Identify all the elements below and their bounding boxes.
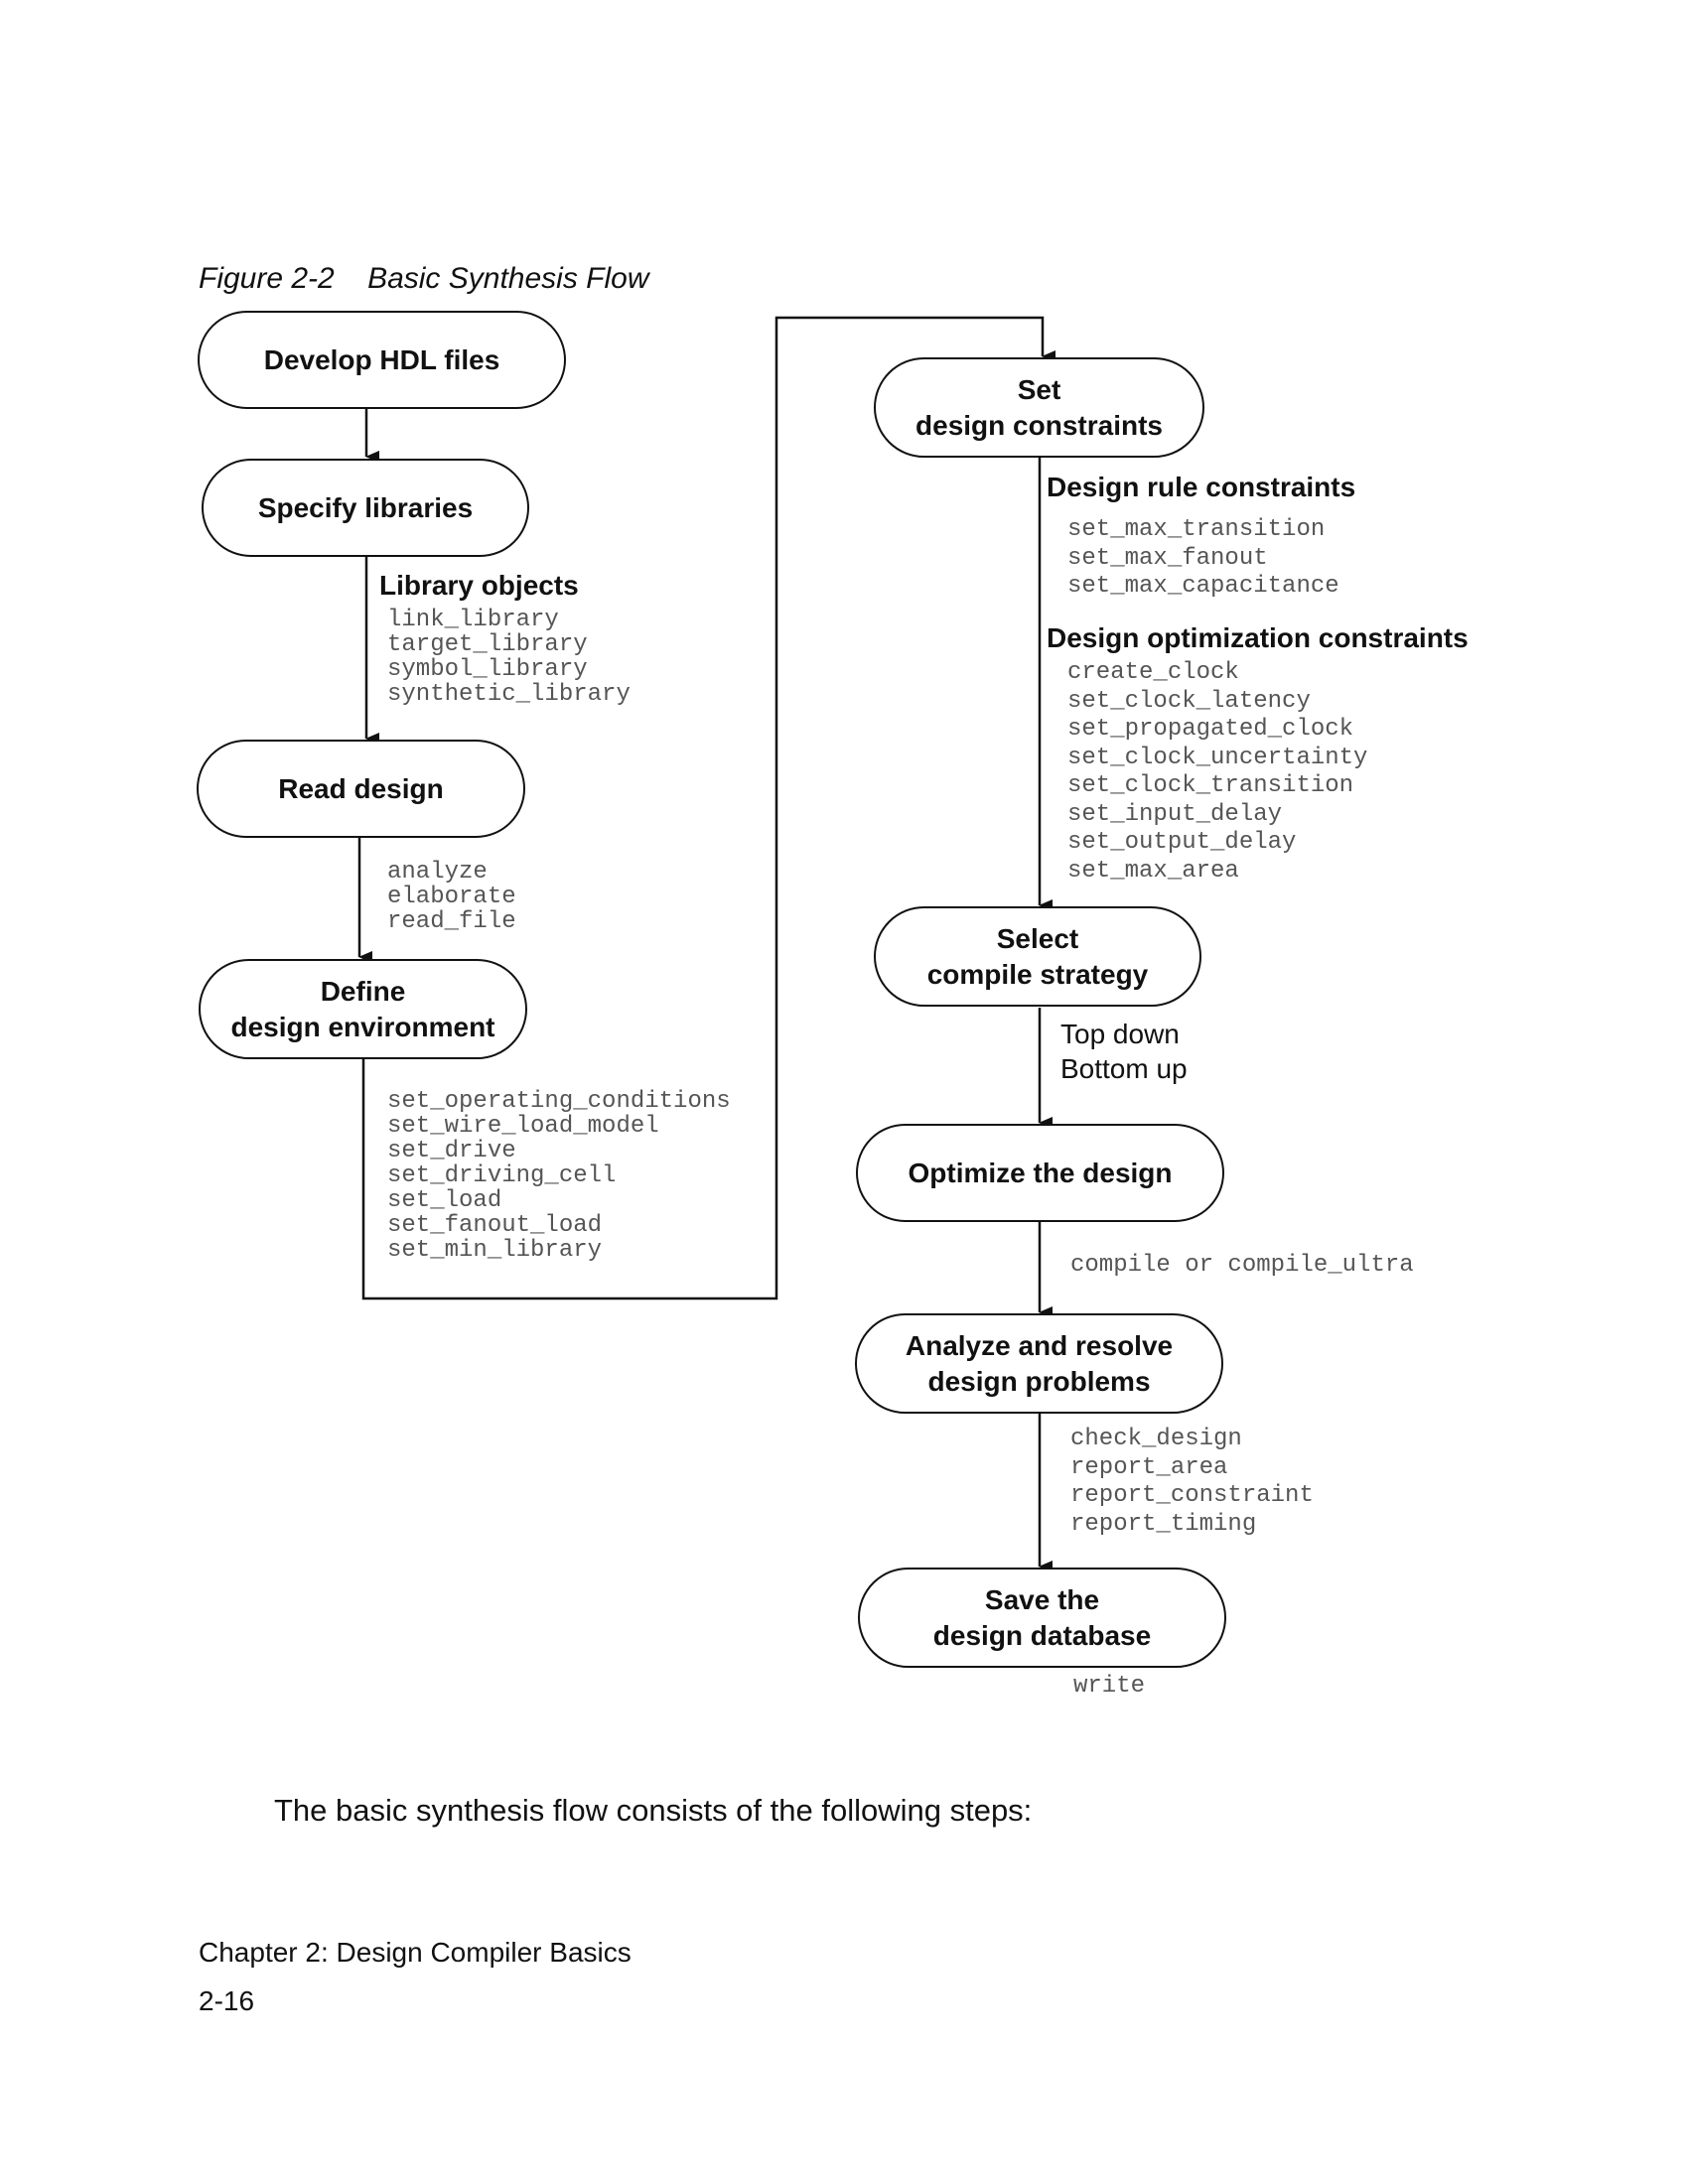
command-line: set_driving_cell	[387, 1162, 617, 1189]
body-paragraph: The basic synthesis flow consists of the…	[274, 1793, 1033, 1828]
define-environment-commands: set_operating_conditions set_wire_load_m…	[387, 1089, 731, 1263]
compile-strategy-options: Top down Bottom up	[1060, 1017, 1188, 1086]
design-optimization-commands: create_clock set_clock_latency set_propa…	[1067, 659, 1367, 886]
analyze-commands: check_design report_area report_constrai…	[1070, 1426, 1314, 1539]
node-optimize-the-design-label: Optimize the design	[908, 1157, 1173, 1188]
footer-page-number: 2-16	[199, 1985, 255, 2016]
node-develop-hdl-files-label: Develop HDL files	[263, 343, 500, 375]
command-line: report_constraint	[1070, 1482, 1314, 1509]
command-line: set_output_delay	[1067, 829, 1297, 856]
command-line: set_max_fanout	[1067, 544, 1268, 572]
command-line: write	[1073, 1673, 1146, 1700]
command-line: elaborate	[387, 884, 516, 910]
footer-chapter: Chapter 2: Design Compiler Basics	[199, 1937, 632, 1968]
command-line: set_clock_latency	[1067, 687, 1311, 715]
node-analyze-and-resolve-label: Analyze and resolve design problems	[905, 1329, 1174, 1397]
node-define-design-environment: Define design environment	[199, 959, 527, 1059]
node-select-compile-strategy-label: Select compile strategy	[926, 922, 1149, 990]
node-set-design-constraints-label: Set design constraints	[915, 373, 1163, 441]
node-set-design-constraints: Set design constraints	[874, 357, 1204, 458]
command-line: set_operating_conditions	[387, 1088, 731, 1115]
command-line: set_max_capacitance	[1067, 573, 1339, 600]
figure-caption: Figure 2-2 Basic Synthesis Flow	[199, 262, 649, 295]
command-line: set_clock_uncertainty	[1067, 744, 1368, 771]
node-save-design-database: Save the design database	[858, 1568, 1226, 1668]
node-optimize-the-design: Optimize the design	[856, 1124, 1224, 1222]
library-objects-commands: link_library target_library symbol_libra…	[387, 608, 631, 707]
command-line: report_timing	[1070, 1510, 1257, 1538]
command-line: set_fanout_load	[387, 1212, 603, 1239]
command-line: create_clock	[1067, 659, 1239, 686]
strategy-option: Top down	[1060, 1019, 1180, 1049]
node-analyze-and-resolve: Analyze and resolve design problems	[855, 1313, 1223, 1414]
node-select-compile-strategy: Select compile strategy	[874, 906, 1201, 1007]
save-commands: write	[1073, 1674, 1145, 1699]
arrow-define-to-constraints	[361, 316, 1055, 1300]
command-line: synthetic_library	[387, 681, 631, 708]
optimize-commands: compile or compile_ultra	[1070, 1253, 1414, 1278]
command-line: set_drive	[387, 1138, 516, 1164]
node-read-design-label: Read design	[278, 772, 444, 804]
node-specify-libraries: Specify libraries	[202, 459, 529, 557]
node-save-design-database-label: Save the design database	[932, 1583, 1152, 1651]
command-line: set_propagated_clock	[1067, 716, 1354, 743]
strategy-option: Bottom up	[1060, 1053, 1188, 1084]
command-line: set_wire_load_model	[387, 1113, 659, 1140]
command-line: set_load	[387, 1187, 502, 1214]
command-line: set_max_transition	[1067, 516, 1326, 543]
read-design-commands: analyze elaborate read_file	[387, 860, 516, 934]
node-read-design: Read design	[197, 740, 525, 838]
command-line: set_clock_transition	[1067, 772, 1354, 799]
node-specify-libraries-label: Specify libraries	[257, 491, 474, 523]
command-line: target_library	[387, 631, 588, 658]
command-line: link_library	[387, 607, 559, 633]
command-line: read_file	[387, 908, 516, 935]
command-line: set_max_area	[1067, 857, 1239, 885]
node-develop-hdl-files: Develop HDL files	[198, 311, 566, 409]
command-line: report_area	[1070, 1453, 1228, 1481]
command-line: set_min_library	[387, 1237, 603, 1264]
library-objects-heading: Library objects	[379, 570, 579, 601]
design-optimization-constraints-heading: Design optimization constraints	[1047, 622, 1469, 653]
command-line: check_design	[1070, 1426, 1242, 1452]
command-line: analyze	[387, 859, 488, 886]
command-line: compile or compile_ultra	[1070, 1252, 1414, 1279]
design-rule-commands: set_max_transition set_max_fanout set_ma…	[1067, 516, 1339, 602]
node-define-design-environment-label: Define design environment	[230, 975, 495, 1042]
command-line: set_input_delay	[1067, 800, 1283, 828]
design-rule-constraints-heading: Design rule constraints	[1047, 472, 1356, 502]
command-line: symbol_library	[387, 656, 588, 683]
